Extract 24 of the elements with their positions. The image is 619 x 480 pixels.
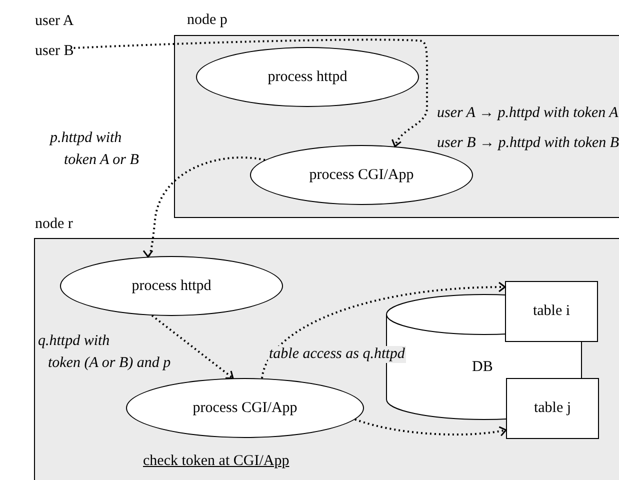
process-name: process CGI/App	[192, 400, 298, 416]
table-box	[506, 378, 599, 439]
database-name: DB	[472, 359, 493, 376]
dotted-arrow	[151, 314, 234, 379]
annotation-text: table access as q.httpd	[268, 346, 406, 363]
dotted-arrow	[142, 156, 266, 258]
annotation-text: user B → p.httpd with token B	[437, 134, 619, 153]
table-name: table i	[532, 303, 570, 320]
table-name: table j	[534, 400, 572, 417]
node-heading: node p	[187, 12, 228, 29]
annotation-text: user A	[35, 12, 74, 31]
dotted-arrow	[74, 38, 428, 148]
dotted-arrow	[354, 418, 507, 436]
process-name: process CGI/App	[309, 166, 414, 184]
annotation-text: user A → p.httpd with token A	[437, 104, 618, 123]
dotted-arrow	[261, 282, 506, 379]
process-name: process httpd	[268, 68, 348, 86]
annotation-text: p.httpd with token A or B	[50, 129, 140, 170]
annotation-text: q.httpd with token (A or B) and p	[38, 332, 172, 373]
process-name: process httpd	[132, 278, 212, 294]
user-name: user B	[35, 43, 74, 59]
table-box	[505, 281, 598, 342]
note-text: check token at CGI/App	[143, 452, 290, 471]
node-heading: node r	[35, 216, 73, 233]
